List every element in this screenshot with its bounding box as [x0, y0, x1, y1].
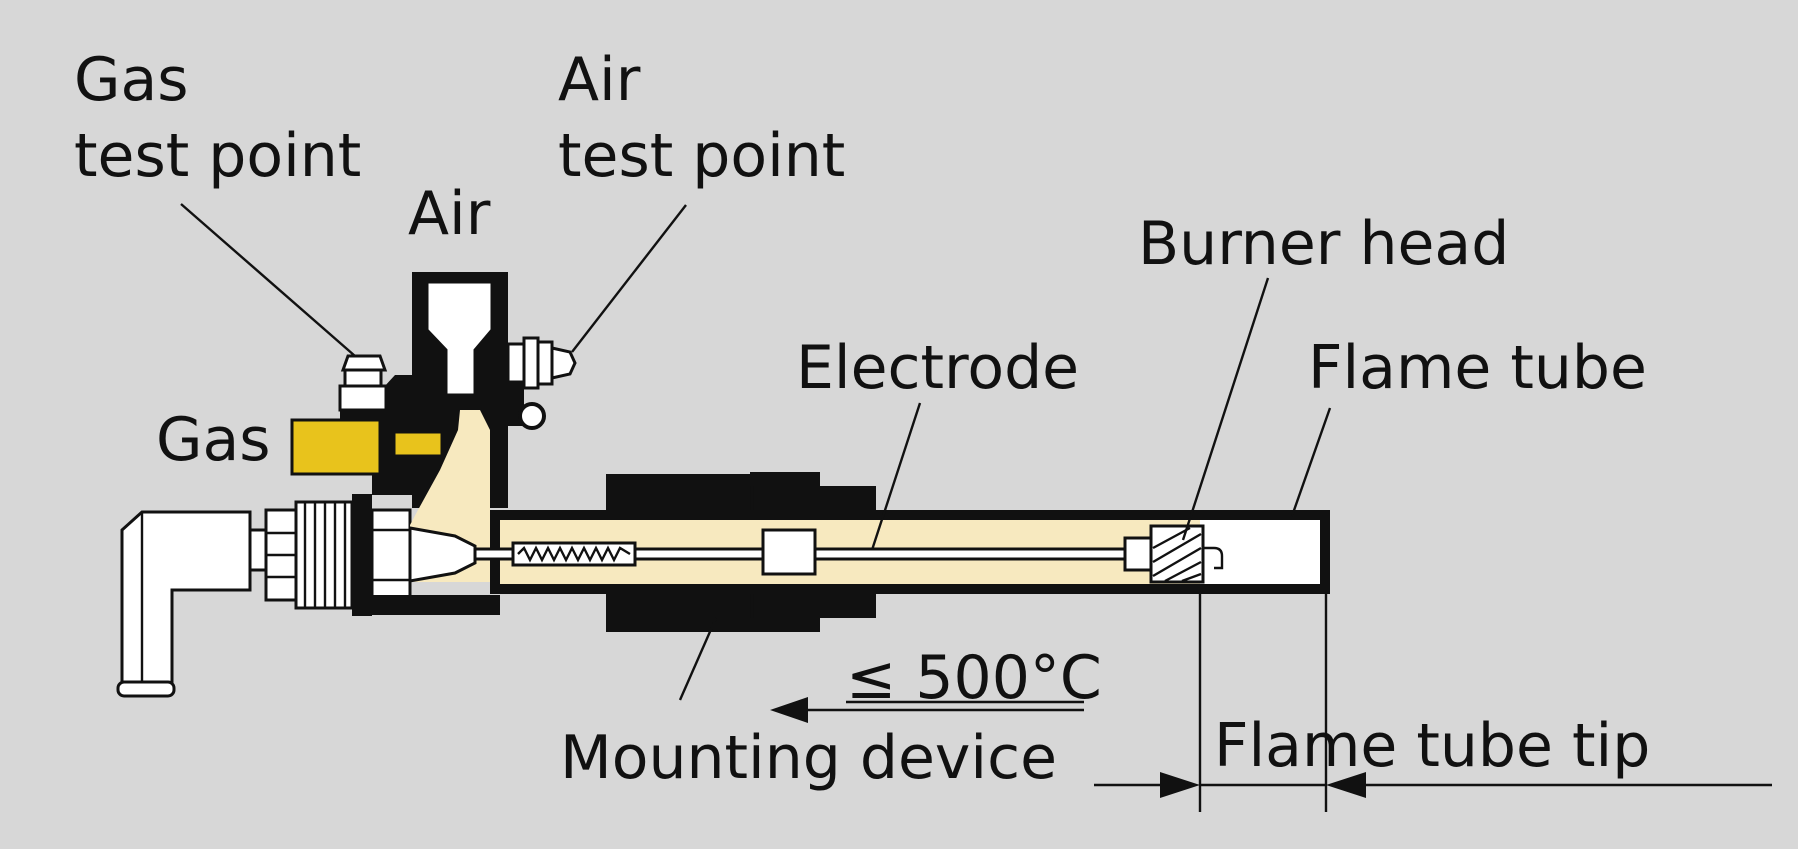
elbow-connector [116, 510, 252, 698]
electrode-shape [473, 528, 1153, 576]
mounting-device-label: Mounting device [560, 723, 1057, 793]
flame-tube-tip-label: Flame tube tip [1214, 711, 1650, 781]
air-label: Air [408, 179, 491, 249]
electrode-label: Electrode [796, 333, 1079, 403]
air-test-point-nipple [490, 336, 577, 390]
gas-test-point-nipple [338, 354, 388, 420]
gas-test-point-label-line2: test point [74, 121, 361, 191]
gas-label: Gas [156, 405, 271, 475]
air-test-point-label-line1: Air [558, 45, 641, 115]
mounting-device-shape [606, 472, 876, 632]
burner-head-label: Burner head [1138, 209, 1509, 279]
temperature-label: ≤ 500°C [846, 643, 1102, 713]
burner-head-shape [1149, 524, 1224, 584]
flame-tube-tip-dimension [1094, 594, 1772, 812]
gas-inlet-pipe [290, 412, 444, 482]
flame-tube-label: Flame tube [1308, 333, 1647, 403]
leader-lines [180, 203, 1332, 701]
gas-test-point-label-line1: Gas [74, 45, 189, 115]
air-test-point-label-line2: test point [558, 121, 845, 191]
temperature-arrow [770, 697, 1084, 723]
threaded-fitting [248, 494, 412, 616]
